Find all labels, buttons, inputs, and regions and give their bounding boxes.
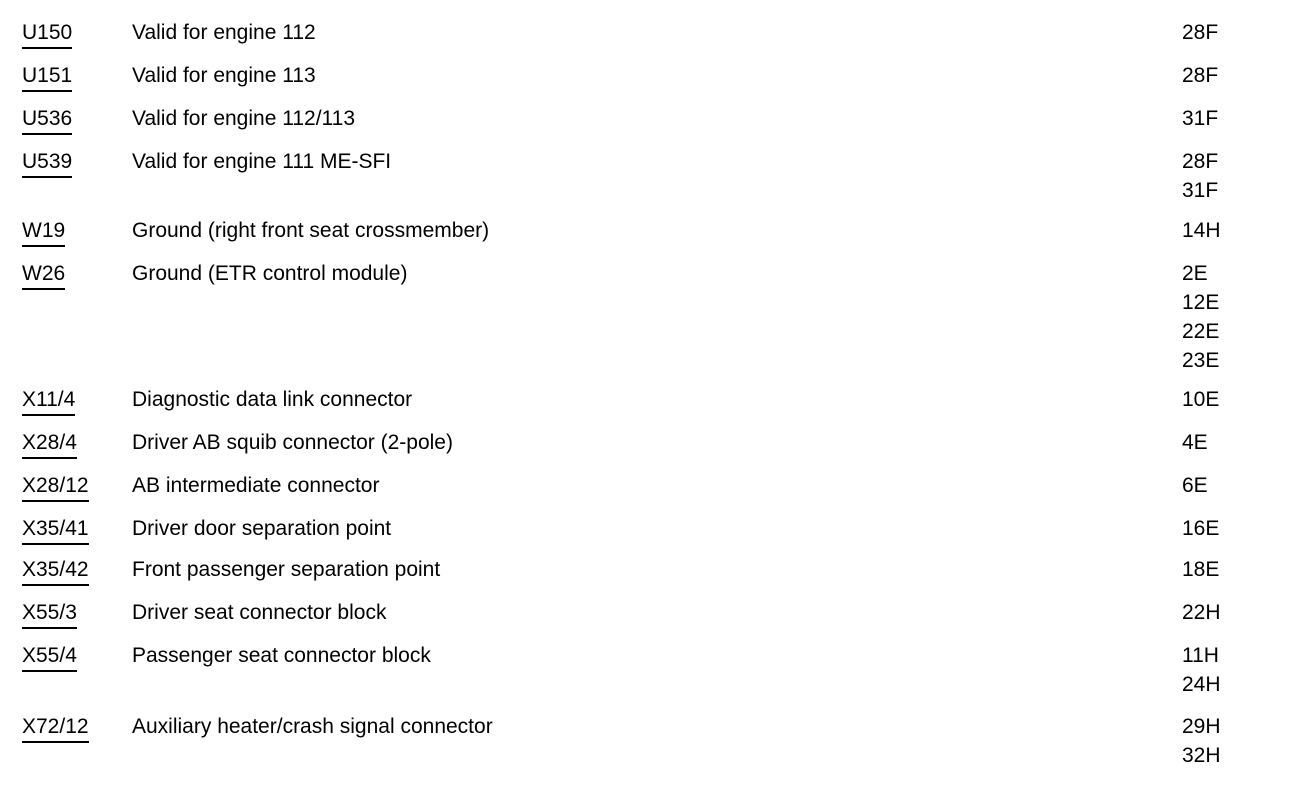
- grid-reference: 22H: [1182, 601, 1221, 624]
- grid-reference: 16E: [1182, 517, 1220, 540]
- component-description: Valid for engine 111 ME-SFI: [132, 150, 392, 173]
- component-code-label: X28/12: [22, 473, 89, 502]
- component-code-link[interactable]: X55/3: [22, 600, 77, 629]
- component-code-label: W19: [22, 218, 66, 247]
- component-description: Ground (ETR control module): [132, 262, 408, 285]
- grid-reference: 32H: [1182, 744, 1221, 767]
- grid-reference: 12E: [1182, 291, 1220, 314]
- grid-reference: 28F: [1182, 64, 1219, 87]
- component-code-label: X35/41: [22, 516, 89, 545]
- grid-reference: 31F: [1182, 179, 1219, 202]
- grid-reference: 11H: [1182, 644, 1219, 667]
- component-description: AB intermediate connector: [132, 474, 380, 497]
- component-code-link[interactable]: X11/4: [22, 387, 76, 416]
- component-code-label: U150: [22, 20, 73, 49]
- grid-reference: 31F: [1182, 107, 1219, 130]
- component-code-label: X72/12: [22, 714, 89, 743]
- component-description: Valid for engine 113: [132, 64, 316, 87]
- component-code-label: X11/4: [22, 387, 76, 416]
- component-code-label: X35/42: [22, 557, 89, 586]
- component-code-link[interactable]: U150: [22, 20, 73, 49]
- component-description: Valid for engine 112/113: [132, 107, 356, 130]
- component-code-link[interactable]: X28/4: [22, 430, 77, 459]
- component-code-link[interactable]: X28/12: [22, 473, 89, 502]
- grid-reference: 28F: [1182, 150, 1219, 173]
- grid-reference: 29H: [1182, 715, 1221, 738]
- grid-reference: 24H: [1182, 673, 1221, 696]
- component-code-label: X55/4: [22, 643, 77, 672]
- component-code-label: U536: [22, 106, 73, 135]
- component-code-label: U151: [22, 63, 73, 92]
- grid-reference: 2E: [1182, 262, 1208, 285]
- component-code-link[interactable]: X35/41: [22, 516, 89, 545]
- component-code-link[interactable]: X55/4: [22, 643, 77, 672]
- component-description: Driver AB squib connector (2-pole): [132, 431, 453, 454]
- component-description: Valid for engine 112: [132, 21, 316, 44]
- component-code-link[interactable]: W26: [22, 261, 66, 290]
- component-description: Auxiliary heater/crash signal connector: [132, 715, 493, 738]
- grid-reference: 14H: [1182, 219, 1221, 242]
- component-description: Driver door separation point: [132, 517, 392, 540]
- component-description: Front passenger separation point: [132, 558, 441, 581]
- component-code-label: X55/3: [22, 600, 77, 629]
- component-description: Ground (right front seat crossmember): [132, 219, 490, 242]
- component-code-link[interactable]: W19: [22, 218, 66, 247]
- grid-reference: 4E: [1182, 431, 1208, 454]
- component-code-link[interactable]: X35/42: [22, 557, 89, 586]
- component-code-label: U539: [22, 149, 73, 178]
- component-code-label: W26: [22, 261, 66, 290]
- component-code-label: X28/4: [22, 430, 77, 459]
- component-description: Diagnostic data link connector: [132, 388, 413, 411]
- grid-reference: 10E: [1182, 388, 1220, 411]
- component-code-link[interactable]: U151: [22, 63, 73, 92]
- component-description: Passenger seat connector block: [132, 644, 431, 667]
- component-code-link[interactable]: U539: [22, 149, 73, 178]
- grid-reference: 28F: [1182, 21, 1219, 44]
- grid-reference: 6E: [1182, 474, 1208, 497]
- component-description: Driver seat connector block: [132, 601, 387, 624]
- grid-reference: 22E: [1182, 320, 1220, 343]
- component-code-link[interactable]: X72/12: [22, 714, 89, 743]
- grid-reference: 23E: [1182, 349, 1220, 372]
- grid-reference: 18E: [1182, 558, 1220, 581]
- component-code-link[interactable]: U536: [22, 106, 73, 135]
